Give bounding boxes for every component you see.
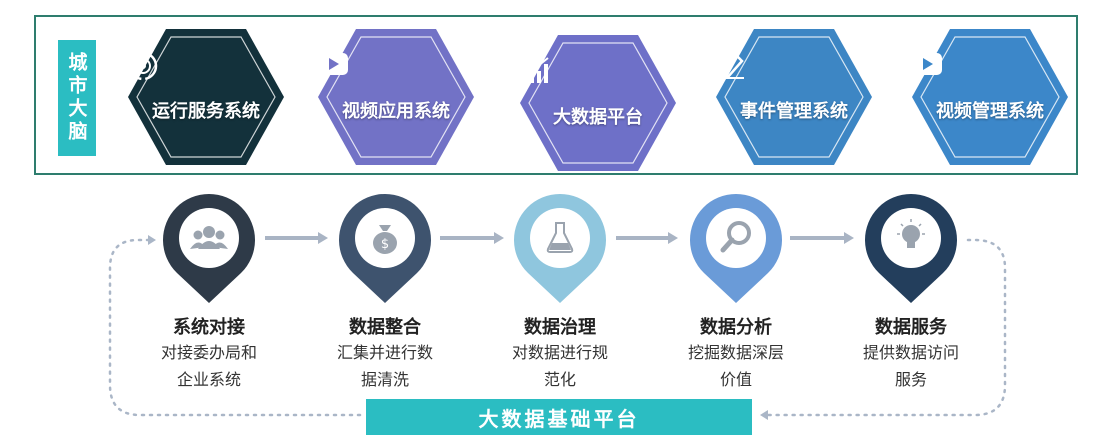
users-icon <box>190 226 228 249</box>
system-hexagon-video-manage[interactable]: 视频管理系统 <box>910 27 1070 167</box>
money-bag-icon: $ <box>373 225 397 254</box>
step-description: 对接委办局和企业系统 <box>160 343 257 389</box>
step-pin-system-integration[interactable] <box>157 193 261 305</box>
step-title: 系统对接 <box>173 317 245 338</box>
system-hexagon-event[interactable]: 事件管理系统 <box>714 27 874 167</box>
loop-right <box>766 238 1007 417</box>
step-title: 数据分析 <box>700 317 772 338</box>
system-name: 大数据平台 <box>553 107 643 128</box>
system-hexagon-video-app[interactable]: 视频应用系统 <box>316 27 476 167</box>
flask-icon <box>546 222 574 253</box>
system-name: 视频管理系统 <box>936 101 1044 122</box>
system-name: 视频应用系统 <box>342 101 450 122</box>
lightbulb-icon <box>897 219 925 248</box>
step-title: 数据整合 <box>349 317 421 338</box>
system-name: 运行服务系统 <box>152 101 260 122</box>
step-description: 挖掘数据深层价值 <box>687 343 784 389</box>
magnifier-icon <box>720 221 751 253</box>
step-pin-data-service[interactable] <box>859 193 963 305</box>
step-pin-data-analysis[interactable] <box>684 193 788 305</box>
step-title: 数据服务 <box>875 317 947 338</box>
big-data-platform-bar: 大数据基础平台 <box>366 399 752 435</box>
svg-text:$: $ <box>381 237 389 252</box>
system-name: 事件管理系统 <box>740 101 848 122</box>
loop-left <box>108 238 362 417</box>
city-brain-label: 城市大脑 <box>58 40 96 156</box>
step-pin-data-integration[interactable]: $ <box>333 193 437 305</box>
system-hexagon-big-data[interactable]: 大数据平台 <box>518 33 678 173</box>
step-pin-data-governance[interactable] <box>508 193 612 305</box>
system-hexagon-operation[interactable]: 运行服务系统 <box>126 27 286 167</box>
step-description: 汇集并进行数据清洗 <box>336 343 433 389</box>
step-description: 提供数据访问服务 <box>862 343 959 389</box>
step-description: 对数据进行规范化 <box>511 343 608 389</box>
step-title: 数据治理 <box>524 317 596 338</box>
